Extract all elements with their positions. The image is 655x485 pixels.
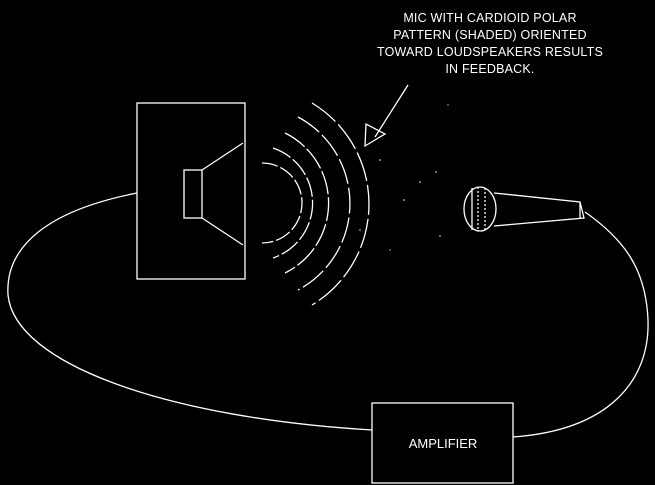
caption-line-1: MIC WITH CARDIOID POLAR bbox=[403, 11, 577, 25]
caption-text: MIC WITH CARDIOID POLAR PATTERN (SHADED)… bbox=[300, 10, 655, 78]
speaker-driver-icon bbox=[183, 142, 244, 246]
amplifier-label: AMPLIFIER bbox=[409, 436, 478, 451]
loudspeaker-cabinet bbox=[136, 102, 246, 280]
cardioid-pattern-shading bbox=[359, 104, 449, 251]
caption-line-4: IN FEEDBACK. bbox=[445, 62, 535, 76]
sound-waves-icon bbox=[261, 102, 370, 306]
cable-speaker-to-amplifier bbox=[7, 192, 373, 431]
microphone-icon bbox=[463, 186, 585, 232]
cable-amplifier-to-microphone bbox=[512, 211, 649, 438]
caption-line-3: TOWARD LOUDSPEAKERS RESULTS bbox=[376, 45, 604, 59]
caption-line-2: PATTERN (SHADED) ORIENTED bbox=[393, 28, 587, 42]
amplifier-box bbox=[371, 402, 514, 484]
caption-arrow-icon bbox=[364, 84, 409, 148]
